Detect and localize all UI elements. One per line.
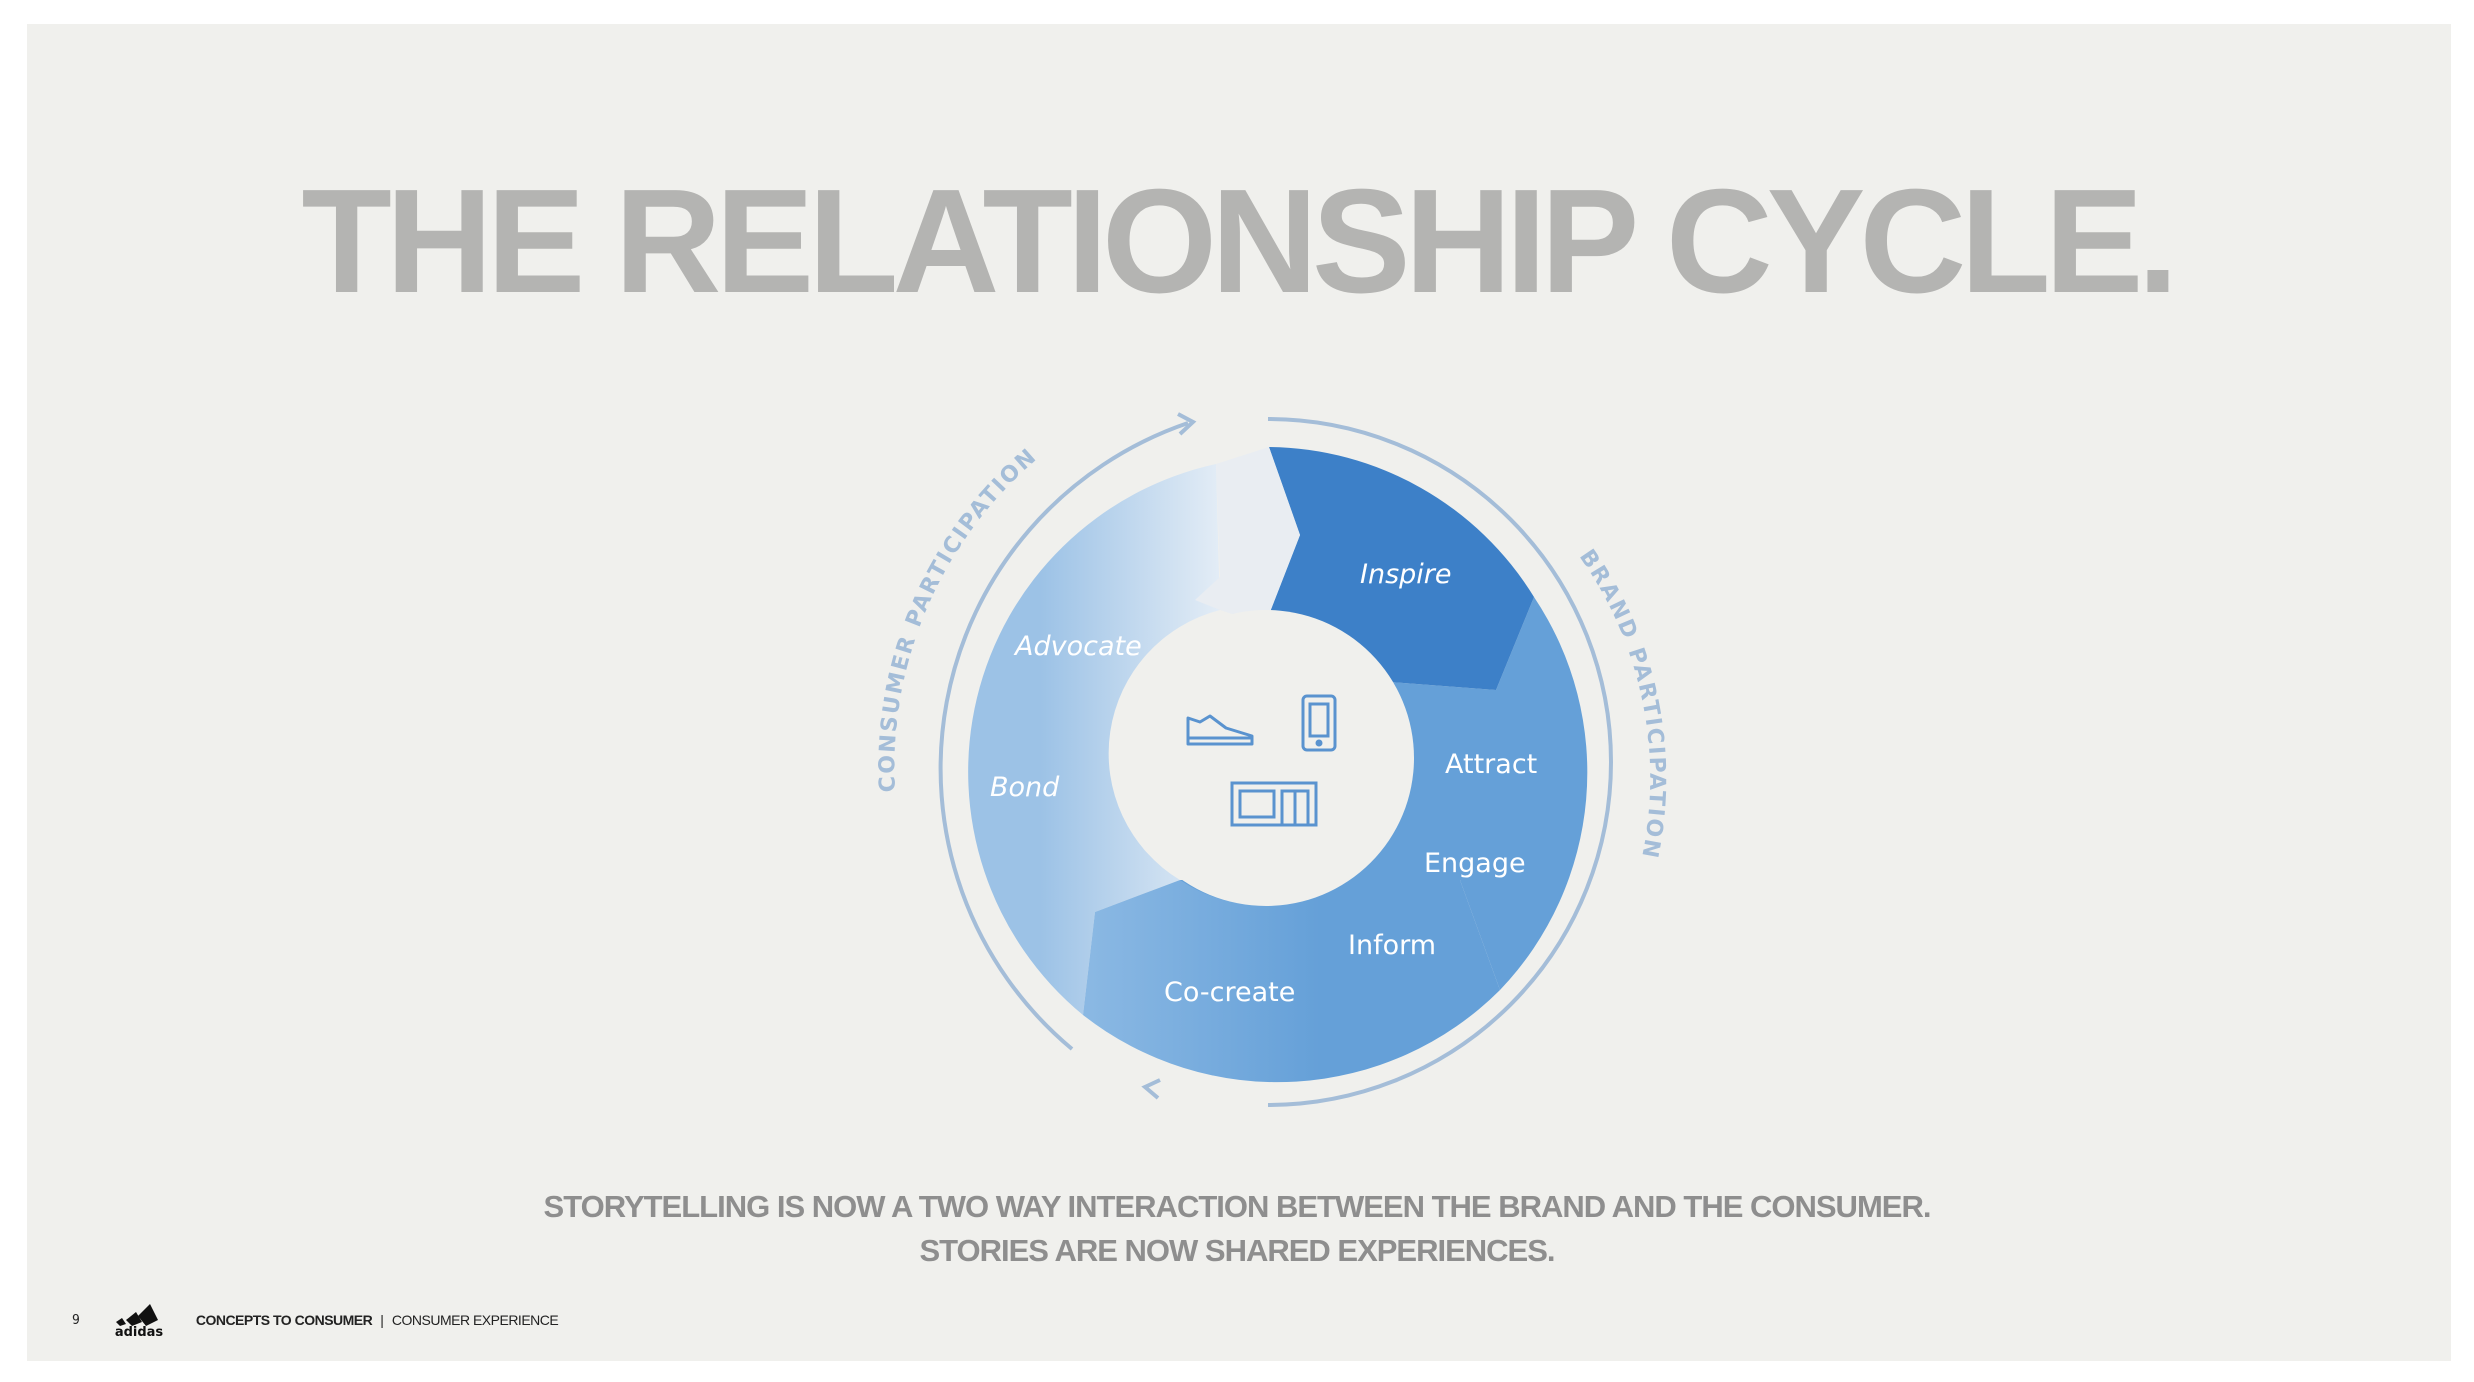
footer-separator: | [380,1312,384,1328]
label-brand-participation: BRAND PARTICIPATION [1574,545,1669,861]
sneaker-icon [1186,714,1254,746]
footer: 9 adidas CONCEPTS TO CONSUMER | CONSUMER… [72,1304,559,1338]
center-hub [1118,610,1414,906]
label-inform: Inform [1348,930,1436,961]
footer-series: CONCEPTS TO CONSUMER [195,1312,373,1328]
label-engage: Engage [1424,848,1526,879]
label-inspire: Inspire [1360,559,1452,590]
gap-wedge [1195,447,1300,614]
bond-segment [968,464,1220,1015]
storefront-icon [1230,781,1318,827]
caption-line-1: STORYTELLING IS NOW A TWO WAY INTERACTIO… [543,1189,1932,1224]
caption-line-2: STORIES ARE NOW SHARED EXPERIENCES. [919,1233,1555,1268]
brand-cycle-arrow [1267,417,1613,1107]
label-cocreate: Co-create [1164,977,1295,1008]
label-advocate: Advocate [1013,631,1142,662]
brand-arrow-head-icon [1141,1078,1161,1100]
inspire-segment [1232,447,1534,690]
adidas-logo-icon: adidas [115,1304,164,1338]
label-bond: Bond [990,772,1060,803]
consumer-arrow-head-icon [1177,412,1197,436]
page-title: THE RELATIONSHIP CYCLE. [301,159,2178,324]
cocreate-segment [1083,880,1500,1083]
footer-section: CONSUMER EXPERIENCE [391,1312,559,1328]
page-number: 9 [72,1312,80,1328]
logo-wordmark: adidas [115,1325,164,1338]
caption: STORYTELLING IS NOW A TWO WAY INTERACTIO… [0,1185,2474,1273]
smartphone-icon [1301,694,1337,752]
label-attract: Attract [1445,749,1537,780]
consumer-cycle-arrow [938,421,1189,1051]
